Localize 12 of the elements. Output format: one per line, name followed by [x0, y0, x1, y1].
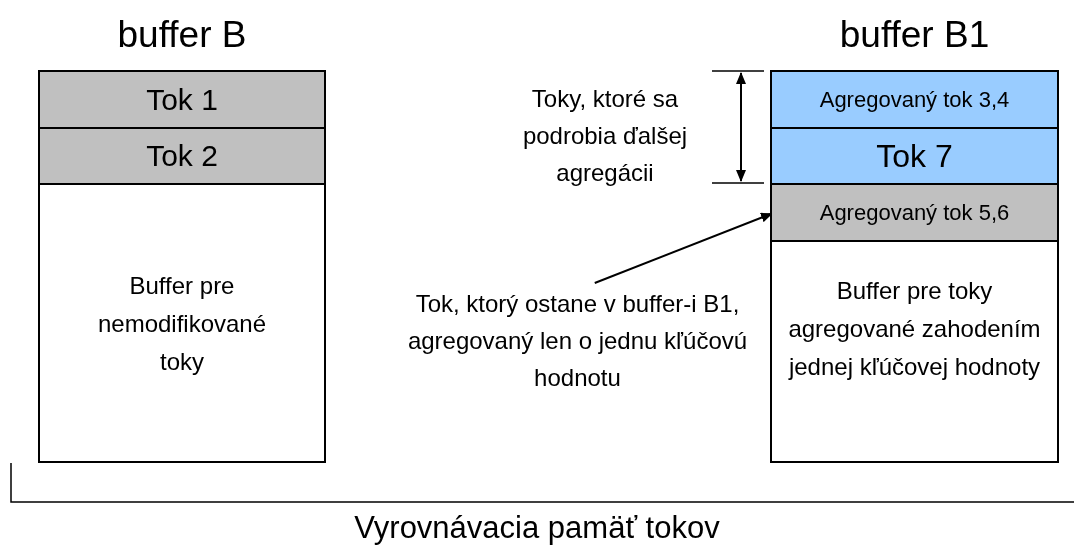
dimension-label: Toky, ktoré sa podrobia ďalšej agregácii [521, 84, 689, 188]
buffer-title: buffer B [116, 13, 248, 57]
flow-row: Tok 7 [772, 129, 1057, 185]
buffer-description: Buffer pre toky agregované zahodením jednej kľúčovej hodnoty [787, 276, 1042, 382]
annotation-text: Tok, ktorý ostane v buffer-i B1, agregovaný len o jednu kľúčovú hodnotu [405, 285, 750, 396]
flow-row: Tok 1 [40, 72, 324, 129]
buffer-title: buffer B1 [838, 13, 991, 57]
buffer-description: Buffer pre nemodifikované toky [96, 271, 268, 377]
bracket-label: Vyrovnávacia pamäť tokov [353, 509, 721, 547]
flow-row: Agregovaný tok 5,6 [772, 185, 1057, 242]
flow-row: Tok 2 [40, 129, 324, 185]
flow-row: Agregovaný tok 3,4 [772, 72, 1057, 129]
